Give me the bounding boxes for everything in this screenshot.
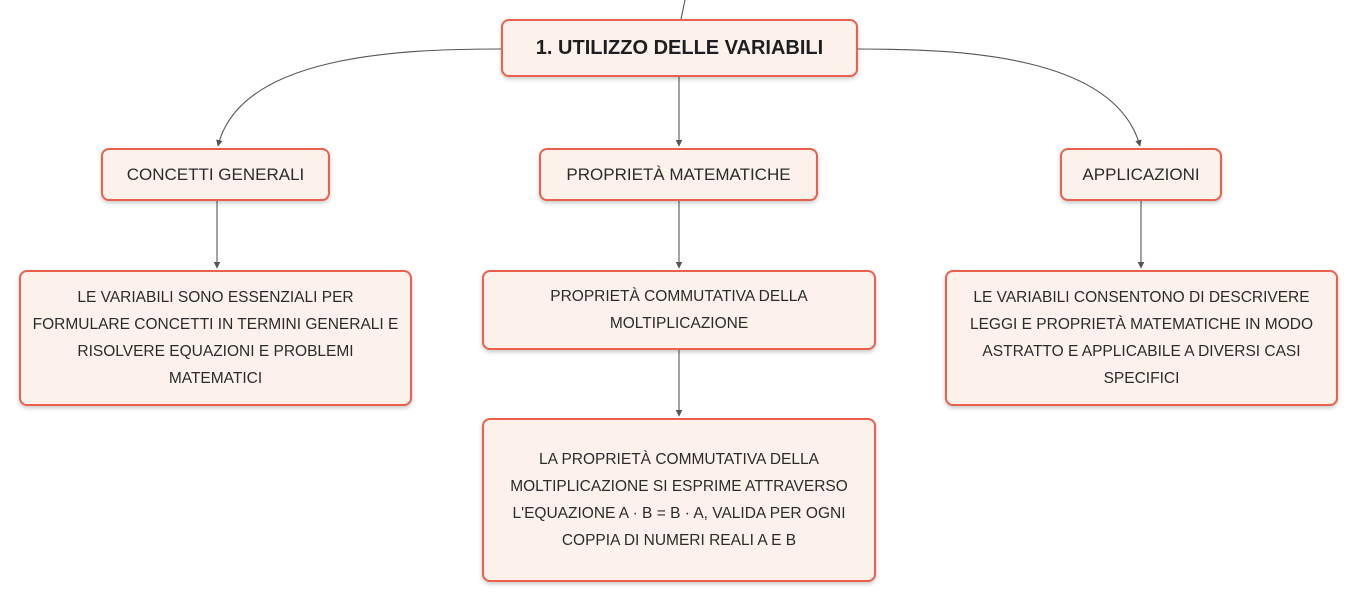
node-applicazioni-label: APPLICAZIONI — [1082, 164, 1200, 184]
node-applicazioni-description[interactable]: LE VARIABILI CONSENTONO DI DESCRIVERE LE… — [945, 270, 1338, 406]
node-proprieta-commutativa-text: PROPRIETÀ COMMUTATIVA DELLA MOLTIPLICAZI… — [550, 288, 808, 332]
node-applicazioni-description-text: LE VARIABILI CONSENTONO DI DESCRIVERE LE… — [969, 289, 1314, 387]
node-equazione-commutativa-text: LA PROPRIETÀ COMMUTATIVA DELLA MOLTIPLIC… — [510, 451, 848, 549]
root-node[interactable]: 1. UTILIZZO DELLE VARIABILI — [501, 19, 858, 77]
connector-root-to-concetti — [216, 48, 502, 147]
node-proprieta-matematiche[interactable]: PROPRIETÀ MATEMATICHE — [539, 148, 818, 201]
node-concetti-generali[interactable]: CONCETTI GENERALI — [101, 148, 330, 201]
node-concetti-generali-label: CONCETTI GENERALI — [126, 164, 305, 184]
connector-root-to-applicazioni — [857, 48, 1142, 147]
node-proprieta-matematiche-label: PROPRIETÀ MATEMATICHE — [566, 164, 791, 184]
connector-parent-to-root — [680, 0, 686, 20]
node-proprieta-commutativa[interactable]: PROPRIETÀ COMMUTATIVA DELLA MOLTIPLICAZI… — [482, 270, 876, 350]
root-node-label: 1. UTILIZZO DELLE VARIABILI — [535, 36, 824, 59]
node-concetti-description-text: LE VARIABILI SONO ESSENZIALI PER FORMULA… — [32, 289, 399, 387]
node-concetti-description[interactable]: LE VARIABILI SONO ESSENZIALI PER FORMULA… — [19, 270, 412, 406]
node-equazione-commutativa[interactable]: LA PROPRIETÀ COMMUTATIVA DELLA MOLTIPLIC… — [482, 418, 876, 582]
node-applicazioni[interactable]: APPLICAZIONI — [1060, 148, 1222, 201]
